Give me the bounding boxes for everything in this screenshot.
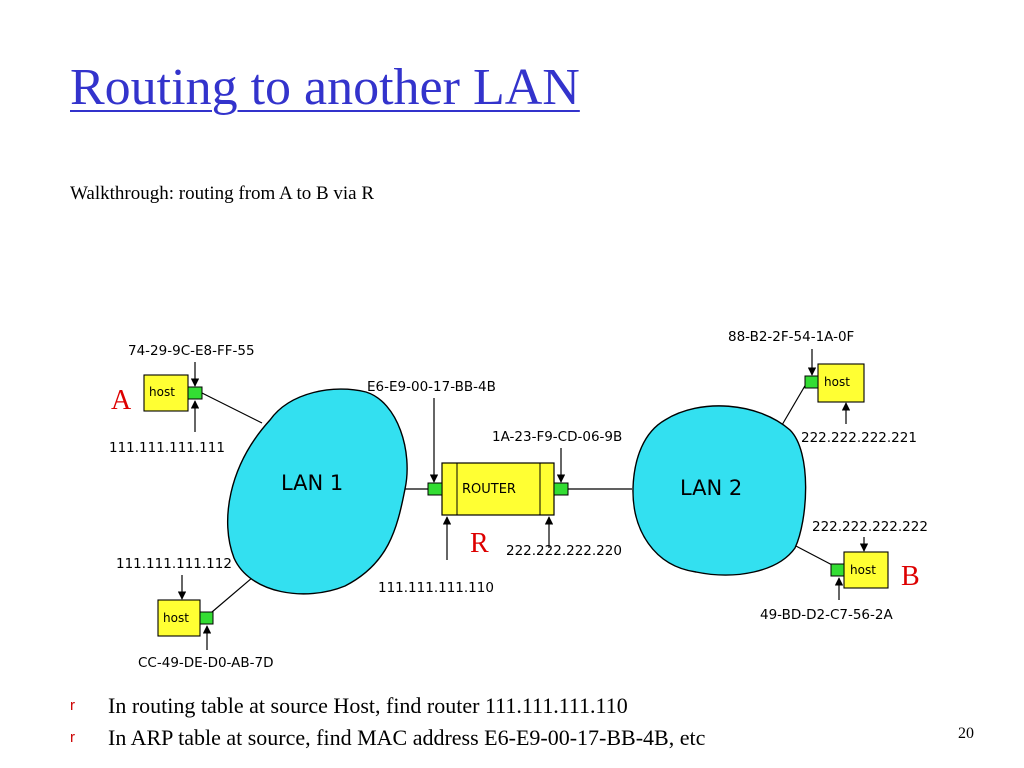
host-c-ip-label: 111.111.111.112 <box>116 556 232 572</box>
host-d-label: host <box>824 375 850 389</box>
link-host-a-lan1 <box>201 392 263 424</box>
link-host-b-lan2 <box>793 544 837 568</box>
router-lan1-mac-label: E6-E9-00-17-BB-4B <box>367 379 496 395</box>
address-arrows <box>177 349 869 650</box>
router-label: ROUTER <box>462 482 516 497</box>
host-b-ip-label: 222.222.222.222 <box>812 519 928 535</box>
router: ROUTER <box>427 462 569 516</box>
slide-title: Routing to another LAN <box>70 59 580 116</box>
host-d-box <box>817 363 865 403</box>
router-nic-lan1 <box>427 482 443 496</box>
host-c-mac-label: CC-49-DE-D0-AB-7D <box>138 655 273 671</box>
host-d-mac-label: 88-B2-2F-54-1A-0F <box>728 329 854 345</box>
bullet-text: In routing table at source Host, find ro… <box>108 693 628 718</box>
host-a: host <box>143 374 203 412</box>
host-c-nic <box>199 611 214 625</box>
node-a-label: A <box>111 385 132 416</box>
page-number: 20 <box>958 725 974 742</box>
host-c-label: host <box>163 611 189 625</box>
host-d: host <box>804 363 865 403</box>
node-r-label: R <box>470 528 489 559</box>
host-a-box <box>143 374 189 412</box>
host-a-nic <box>187 386 203 400</box>
lan1-cloud <box>226 388 408 595</box>
host-b: host <box>830 551 889 589</box>
host-a-mac-label: 74-29-9C-E8-FF-55 <box>128 343 255 359</box>
lan1-label: LAN 1 <box>281 471 343 495</box>
lan2-cloud <box>632 405 807 576</box>
router-nic-lan2 <box>553 482 569 496</box>
bullet-item-arp-table: r In ARP table at source, find MAC addre… <box>70 722 705 754</box>
host-a-ip-label: 111.111.111.111 <box>109 440 225 456</box>
host-b-mac-label: 49-BD-D2-C7-56-2A <box>760 607 893 623</box>
host-b-box <box>843 551 889 589</box>
slide-subtitle: Walkthrough: routing from A to B via R <box>70 183 375 204</box>
router-lan2-mac-label: 1A-23-F9-CD-06-9B <box>492 429 622 445</box>
bullet-marker: r <box>70 729 75 746</box>
link-host-d-lan2 <box>781 383 807 426</box>
router-box <box>441 462 555 516</box>
bullet-marker: r <box>70 697 75 714</box>
host-c: host <box>157 599 214 637</box>
router-lan1-ip-label: 111.111.111.110 <box>378 580 494 596</box>
router-lan2-ip-label: 222.222.222.220 <box>506 543 622 559</box>
bullet-text: In ARP table at source, find MAC address… <box>108 725 706 750</box>
host-a-label: host <box>149 385 175 399</box>
lan2-label: LAN 2 <box>680 476 742 500</box>
node-b-label: B <box>901 561 920 592</box>
host-d-ip-label: 222.222.222.221 <box>801 430 917 446</box>
bullet-item-routing-table: r In routing table at source Host, find … <box>70 690 705 722</box>
host-b-nic <box>830 563 845 577</box>
host-d-nic <box>804 375 819 389</box>
bullet-list: r In routing table at source Host, find … <box>70 690 705 754</box>
host-b-label: host <box>850 563 876 577</box>
address-labels: 74-29-9C-E8-FF-55 111.111.111.111 E6-E9-… <box>109 329 928 671</box>
